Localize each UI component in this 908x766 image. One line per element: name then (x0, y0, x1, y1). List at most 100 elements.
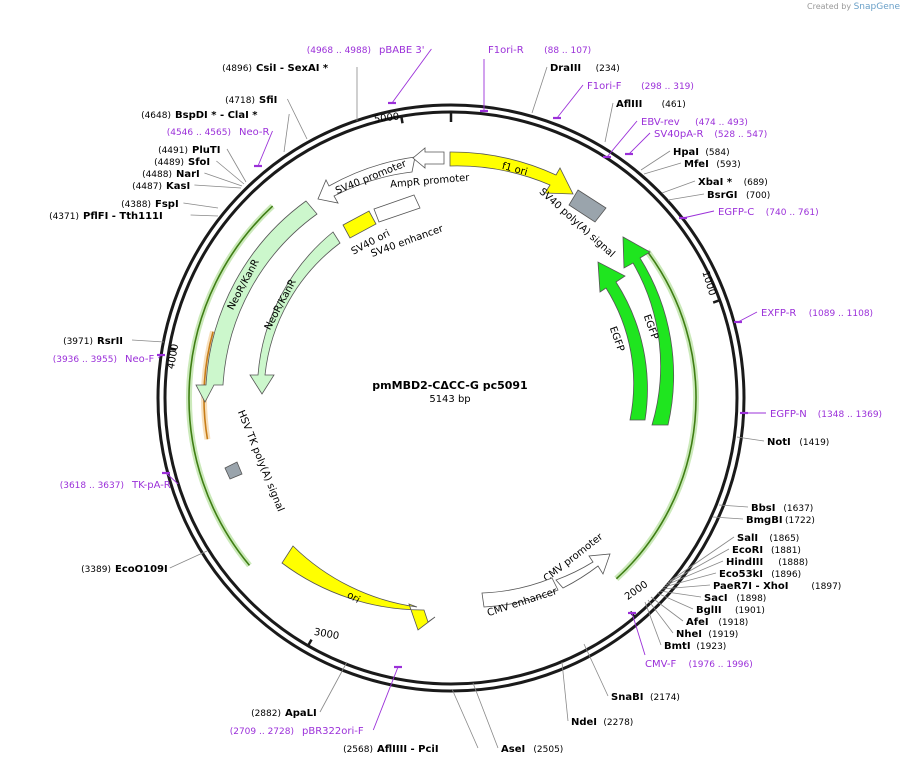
site-position: (2278) (603, 718, 633, 728)
primer-range: (3936 .. 3955) (53, 355, 117, 365)
site-bmgbi: BmgBI(1722) (712, 515, 815, 526)
site-position: (4487) (132, 182, 162, 192)
primer-name: EGFP-C (718, 207, 754, 218)
snapgene-logo: SnapGene (853, 2, 900, 12)
site-name: SfoI (188, 157, 210, 168)
site-leader (667, 193, 705, 201)
primer-range: (1976 .. 1996) (689, 660, 753, 670)
f1-ori-arrow (449, 151, 574, 195)
site-leader (531, 66, 548, 114)
tick-5000 (399, 115, 404, 124)
primer-range: (3618 .. 3637) (60, 481, 124, 491)
site-position: (1888) (778, 558, 808, 568)
primer-name: SV40pA-R (654, 129, 703, 140)
restriction-sites: DraIII(234)AflIII(461)HpaI(584)MfeI(593)… (49, 63, 841, 755)
site-draiii: DraIII(234) (531, 63, 620, 114)
tick-label-5000: 5000 (373, 112, 400, 126)
site-name: AseI (501, 744, 525, 755)
site-leader (583, 643, 609, 697)
primer-name: F1ori-F (587, 81, 622, 92)
site-position: (1901) (735, 606, 765, 616)
primer-pbr322ori-f: pBR322ori-F(2709 .. 2728) (230, 665, 402, 737)
site-rsrii: (3971)RsrII (63, 336, 165, 347)
primer-egfp-c: EGFP-C(740 .. 761) (679, 207, 819, 220)
primer-leader (372, 666, 399, 731)
site-leader (736, 436, 765, 442)
site-name: SalI (737, 533, 758, 544)
site-position: (4488) (142, 170, 172, 180)
primer-range: (4546 .. 4565) (167, 128, 231, 138)
site-leader (183, 202, 219, 209)
site-leader (663, 572, 717, 588)
tick-label-2000: 2000 (623, 579, 650, 603)
site-name: SnaBI (611, 692, 643, 703)
site-sfii: (4718)SfiI (225, 95, 308, 140)
site-mfei: MfeI(593) (643, 159, 741, 175)
primer-range: (88 .. 107) (544, 46, 591, 56)
tick-label-4000: 4000 (166, 343, 181, 370)
site-leader (640, 150, 671, 171)
neokan-arrow-inner-label: NeoR/KanR (263, 278, 299, 333)
site-snabi: SnaBI(2174) (583, 643, 680, 703)
site-position: (1918) (718, 618, 748, 628)
site-name: BmtI (664, 641, 691, 652)
primer-neo-r: Neo-R (4546 .. 4565) (167, 127, 273, 168)
site-name: BmgBI (746, 515, 783, 526)
primer-name: EBV-rev (641, 117, 680, 128)
primer-ebv-rev: EBV-rev(474 .. 493) (603, 117, 748, 159)
site-leader (718, 504, 749, 508)
cmv-enhancer-box (481, 577, 559, 608)
site-name: HpaI (673, 147, 699, 158)
site-leader (659, 590, 702, 598)
site-leader (216, 160, 245, 185)
site-leader (169, 550, 208, 569)
site-afliiii-pcii: (2568)AflIIII - PciI (343, 688, 479, 755)
site-name: BsrGI (707, 190, 737, 201)
site-name: NdeI (571, 717, 597, 728)
site-name: AflIIII - PciI (377, 744, 439, 755)
site-name: SacI (704, 593, 728, 604)
primer-neo-f: Neo-F (3936 .. 3955) (53, 353, 165, 365)
primer-range: (4968 .. 4988) (307, 46, 371, 56)
plasmid-name: pmMBD2-CΔCC-G pc5091 (372, 379, 527, 392)
site-leader (131, 339, 165, 343)
site-name: EcoO109I (115, 564, 168, 575)
site-name: NarI (176, 169, 200, 180)
site-hindiii: HindIII(1888) (665, 557, 808, 586)
primer-range: (528 .. 547) (714, 130, 767, 140)
site-position: (4491) (158, 146, 188, 156)
site-position: (4648) (141, 111, 171, 121)
site-paer7i-xhoi: PaeR7I - XhoI(1897) (661, 581, 841, 592)
site-position: (1919) (708, 630, 738, 640)
primer-name: Neo-F (125, 354, 155, 365)
site-leader (650, 596, 684, 622)
site-name: ApaLI (285, 708, 317, 719)
site-fspi: (4388)FspI (121, 199, 219, 210)
site-name: CsiI - SexAI * (256, 63, 329, 74)
site-leader (194, 184, 242, 189)
site-position: (2505) (533, 745, 563, 755)
primer-name: Neo-R (239, 127, 270, 138)
primer-leader (737, 311, 758, 323)
site-ecoo109i: (3389) EcoO109I (81, 550, 208, 575)
primer-leader (628, 132, 651, 155)
site-position: (4718) (225, 96, 255, 106)
site-leader (644, 601, 662, 646)
site-name: FspI (155, 199, 179, 210)
primer-name: CMV-F (645, 659, 676, 670)
site-leader (667, 548, 730, 584)
sv40-promoter-arrow (317, 156, 416, 204)
sv40-enhancer-box (373, 194, 421, 223)
site-leader (656, 592, 694, 610)
snapgene-credit: Created by SnapGene (807, 2, 900, 12)
site-eco53ki: Eco53kI(1896) (663, 569, 801, 588)
backbone-outer (156, 103, 746, 693)
site-position: (3389) (81, 565, 111, 575)
site-name: XbaI * (698, 177, 733, 188)
site-pflfi-tth111i: (4371)PflFI - Tth111I (49, 211, 219, 222)
site-nari: (4488) NarI (142, 169, 243, 187)
primer-leader (631, 612, 646, 656)
site-leader (561, 661, 569, 722)
site-position: (1896) (771, 570, 801, 580)
